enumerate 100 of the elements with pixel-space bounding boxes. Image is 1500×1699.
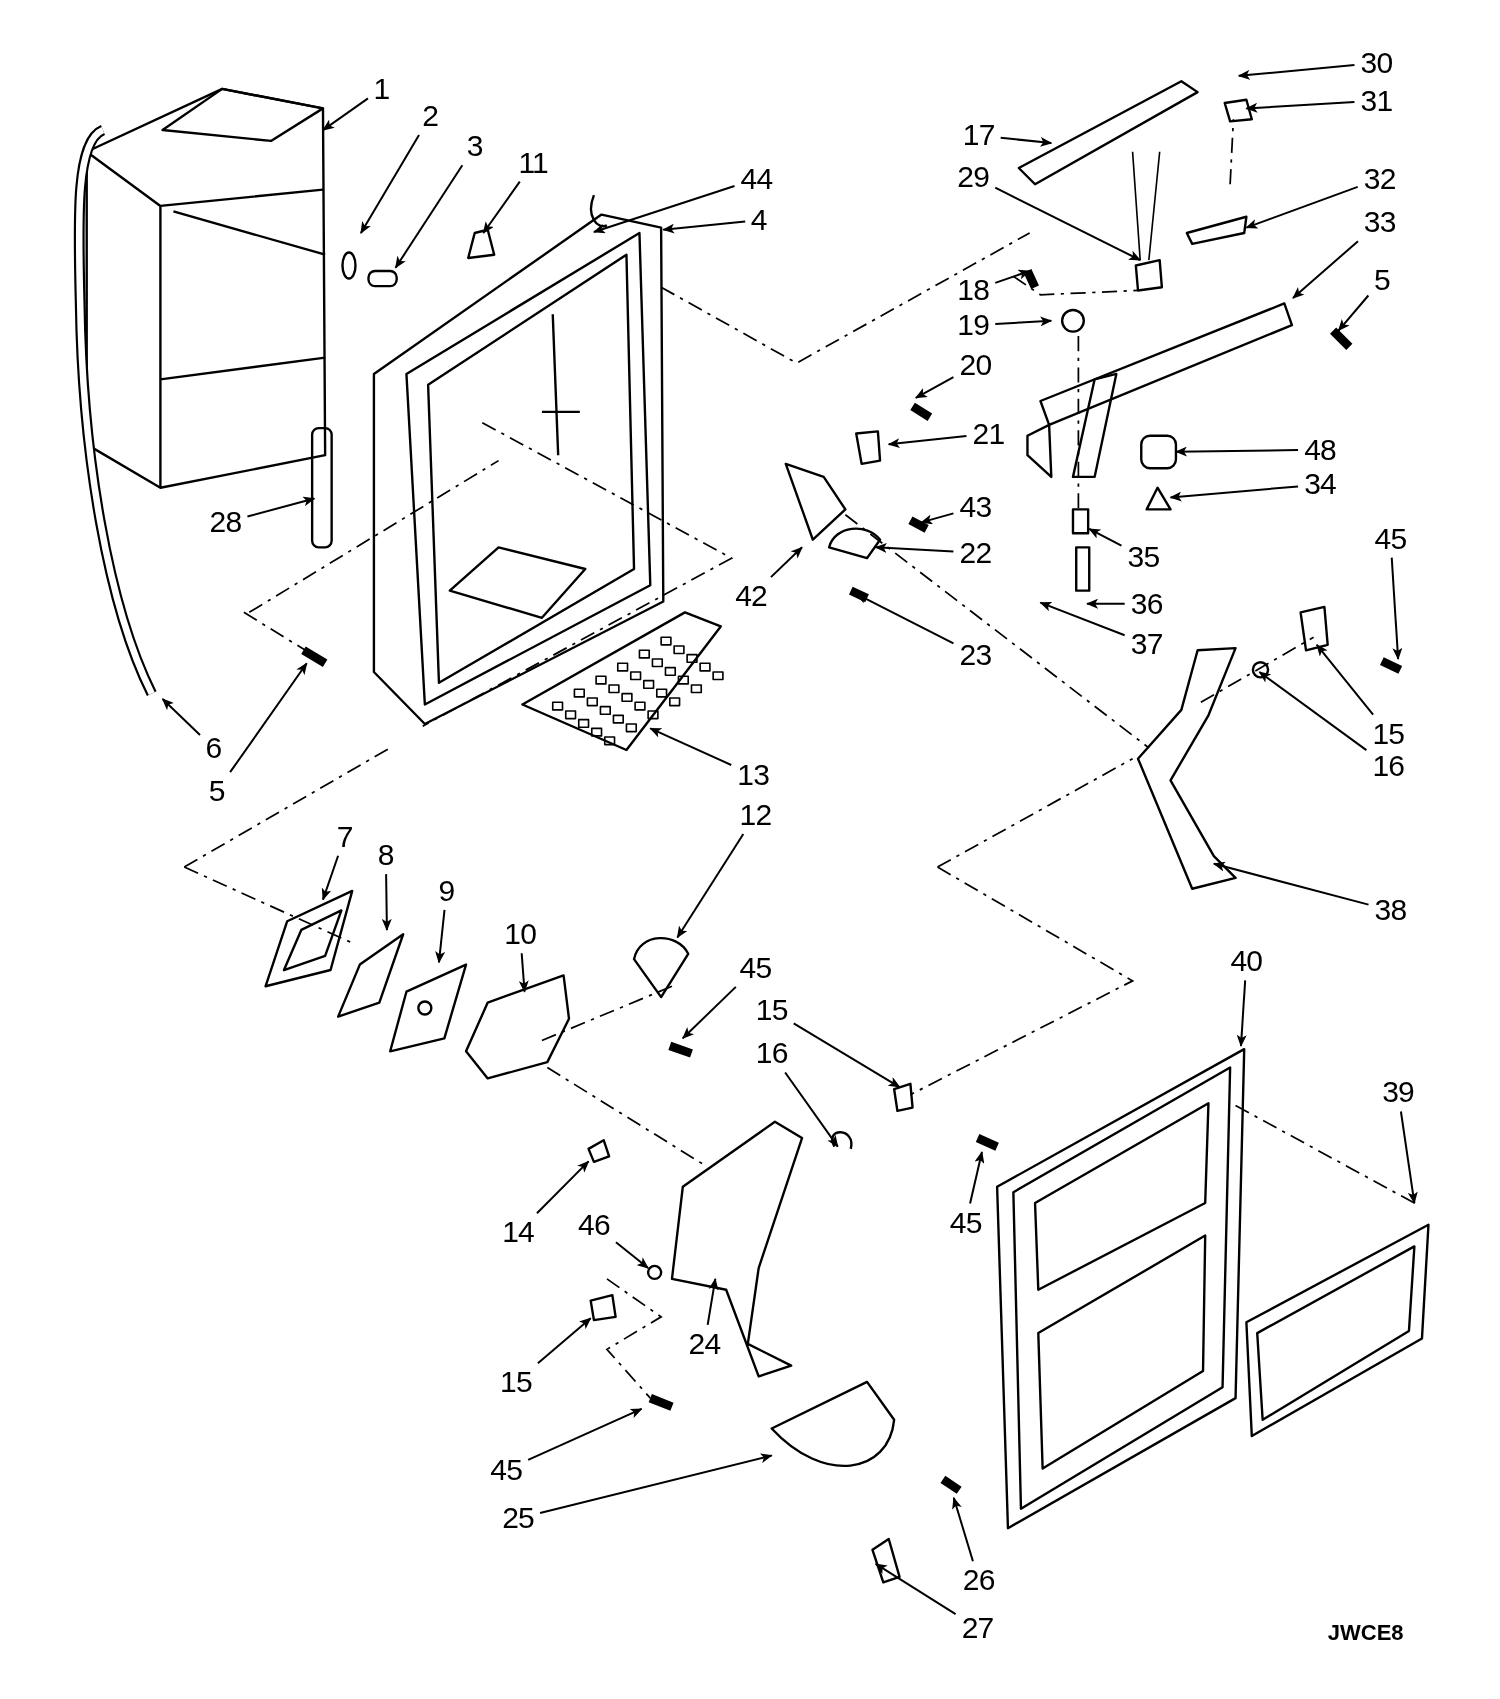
leader-line (1315, 643, 1375, 716)
leader-line (874, 1562, 957, 1616)
callout-number: 4 (747, 203, 771, 237)
callout-number: 1 (370, 71, 393, 106)
leader-line (920, 512, 955, 525)
leader-line (539, 1453, 773, 1514)
callout-number: 10 (500, 917, 541, 952)
leader-line (1245, 185, 1359, 229)
callout-number: 44 (736, 161, 777, 196)
callout-number: 45 (945, 1205, 986, 1240)
drawing-code: JWCE8 (1327, 1622, 1404, 1645)
leader-line (1088, 527, 1123, 547)
leader-line (1212, 861, 1370, 906)
callout-number: 46 (573, 1207, 614, 1242)
callout-number: 3 (463, 129, 487, 164)
callout-number: 7 (333, 819, 357, 854)
leader-line (592, 185, 736, 234)
leader-line (535, 1160, 590, 1215)
callout-number: 29 (953, 159, 994, 194)
callout-number: 36 (1126, 586, 1167, 621)
callout-number: 33 (1359, 205, 1400, 240)
leader-line (1390, 556, 1403, 660)
callout-number: 8 (374, 838, 398, 873)
callout-number: 45 (735, 950, 776, 985)
leader-line (527, 1407, 643, 1461)
leader-line (536, 1317, 592, 1365)
leader-line (394, 164, 464, 269)
leader-line (435, 908, 446, 964)
callout-number: 43 (955, 490, 996, 525)
callout-number: 6 (202, 730, 225, 765)
callout-number: 22 (955, 535, 996, 570)
callout-number: 11 (513, 145, 554, 180)
leader-line (1086, 598, 1126, 609)
callout-number: 31 (1356, 83, 1397, 118)
callout-number: 19 (953, 308, 994, 343)
leader-line (161, 698, 201, 736)
callout-number: 45 (1370, 521, 1411, 556)
leader-line (1237, 63, 1356, 80)
callout-number: 28 (205, 505, 246, 540)
callout-number: 24 (684, 1326, 725, 1361)
callout-number: 17 (958, 118, 999, 153)
callout-number: 9 (435, 873, 459, 908)
leader-line (1174, 446, 1300, 457)
bracket-part (589, 1293, 617, 1322)
cap-part (1145, 486, 1172, 511)
leader-line (1236, 979, 1247, 1047)
callout-number: 48 (1300, 432, 1341, 467)
callout-number: 5 (1370, 262, 1394, 297)
leader-line (784, 1071, 839, 1148)
leader-line (229, 662, 308, 774)
callout-number: 27 (957, 1610, 998, 1645)
callout-number: 2 (418, 98, 442, 133)
leader-line (359, 133, 420, 234)
callout-number: 23 (955, 637, 996, 672)
callout-number: 14 (498, 1215, 539, 1250)
leader-line (518, 952, 529, 993)
callout-number: 45 (486, 1452, 527, 1487)
leader-line (662, 220, 747, 234)
callout-number: 40 (1226, 944, 1267, 979)
leader-line (792, 1022, 901, 1089)
callout-number: 25 (498, 1501, 539, 1536)
leader-line (246, 496, 316, 518)
callout-number: 21 (968, 416, 1009, 451)
callout-number: 32 (1359, 161, 1400, 196)
leader-line (1169, 485, 1300, 502)
leader-line (874, 542, 955, 553)
leader-line (999, 136, 1053, 147)
leader-line (1337, 294, 1370, 332)
callout-number: 38 (1370, 893, 1411, 928)
leader-line (1292, 240, 1359, 300)
leader-line (676, 833, 745, 939)
leader-line (381, 873, 392, 931)
callout-number: 15 (1368, 716, 1409, 751)
leader-line (1258, 670, 1368, 752)
callout-number: 30 (1356, 45, 1397, 80)
cap-part (1140, 434, 1178, 470)
leader-line (482, 180, 521, 234)
leader-line (1399, 1110, 1418, 1205)
leader-line (769, 546, 803, 579)
leader-line (994, 316, 1053, 327)
leader-line (321, 854, 340, 901)
leader-line (1245, 101, 1356, 113)
callout-number: 35 (1123, 540, 1164, 575)
leader-line (1039, 601, 1126, 637)
callout-number: 12 (735, 798, 776, 832)
leader-line (649, 727, 733, 766)
callout-number: 37 (1126, 626, 1167, 661)
leader-line (706, 1277, 719, 1326)
clip-part (587, 1139, 611, 1164)
callout-number: 16 (751, 1036, 792, 1071)
callout-number: 16 (1368, 749, 1409, 784)
leader-line (994, 186, 1142, 262)
callout-number: 5 (205, 774, 229, 809)
leader-line (969, 1151, 985, 1205)
leader-line (994, 269, 1031, 284)
callout-number: 42 (731, 579, 772, 614)
callout-number: 20 (955, 348, 996, 383)
leader-line (887, 434, 968, 449)
callout-number: 15 (751, 993, 792, 1028)
leader-line (322, 97, 369, 132)
